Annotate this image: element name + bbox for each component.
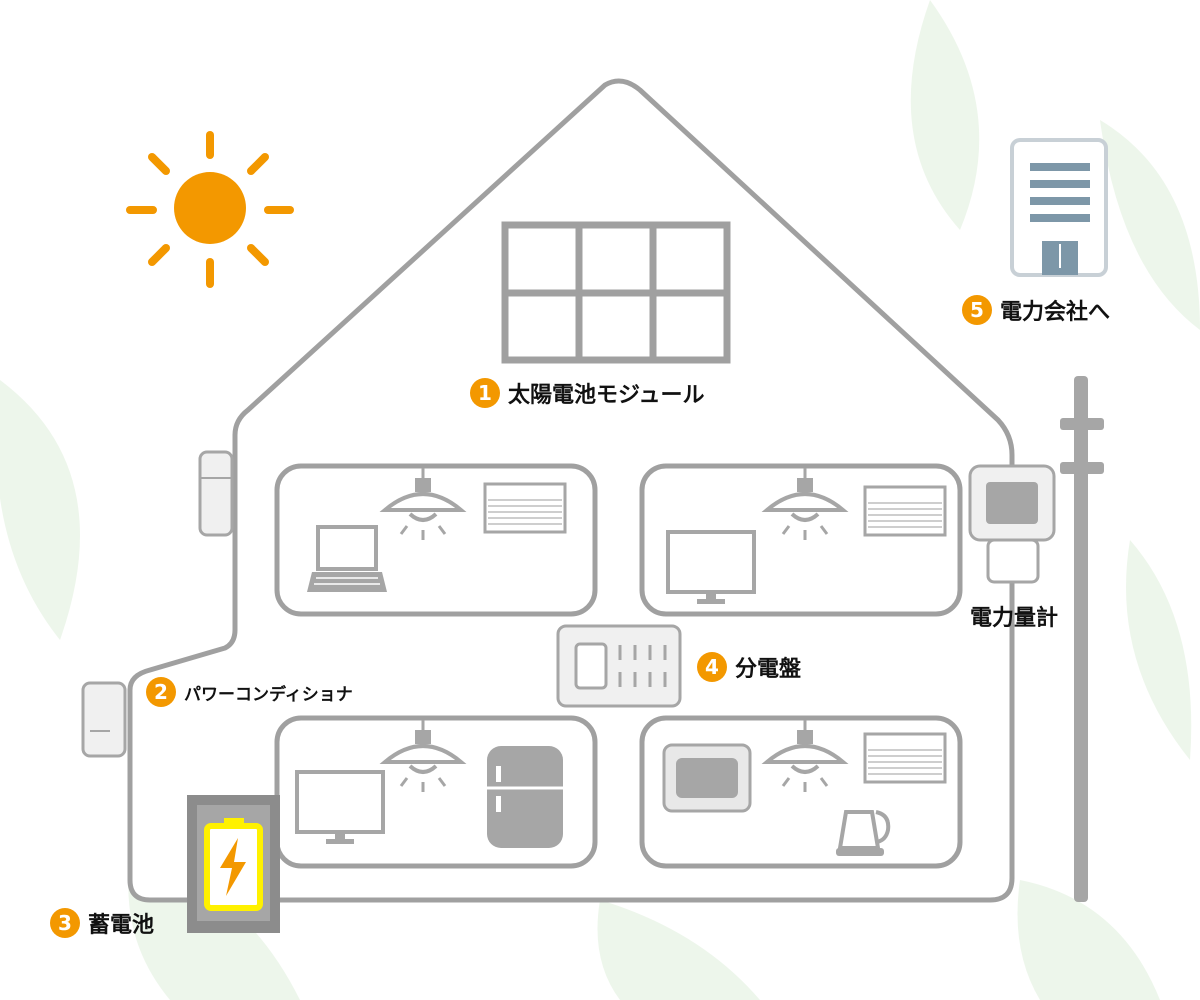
ceiling-lamp-icon: [379, 468, 467, 540]
television-icon: [666, 530, 756, 604]
label-text: 太陽電池モジュール: [508, 383, 705, 408]
battery-label: 3 蓄電池: [50, 907, 154, 939]
utility-company-label: 5 電力会社へ: [962, 294, 1110, 326]
microwave-icon: [662, 743, 752, 813]
power-meter-label: 電力量計: [970, 600, 1058, 632]
label-text: パワーコンディショナ: [184, 684, 353, 705]
breaker-label: 4 分電盤: [697, 651, 801, 683]
solar-panel-icon: [501, 221, 731, 364]
number-badge: 4: [697, 652, 727, 682]
room-upper-right: [639, 463, 963, 617]
room-lower-left: [274, 715, 598, 869]
label-text: 蓄電池: [88, 913, 155, 938]
power-conditioner-icon: [81, 681, 127, 758]
room-upper-left: [274, 463, 598, 617]
room-lower-right: [639, 715, 963, 869]
television-icon: [295, 770, 385, 844]
label-text: 電力量計: [970, 606, 1059, 631]
air-conditioner-icon: [863, 732, 947, 784]
solar-module-label: 1 太陽電池モジュール: [470, 377, 704, 409]
air-conditioner-icon: [863, 485, 947, 537]
ceiling-lamp-icon: [379, 720, 467, 792]
power-meter-icon: [968, 464, 1056, 584]
utility-pole-icon: [1060, 376, 1104, 902]
number-badge: 3: [50, 908, 80, 938]
sun-icon: [126, 131, 294, 288]
ceiling-lamp-icon: [761, 720, 849, 792]
kettle-icon: [836, 810, 891, 856]
refrigerator-icon: [487, 746, 563, 848]
breaker-panel-icon: [556, 624, 682, 708]
number-badge: 2: [146, 677, 176, 707]
laptop-icon: [307, 525, 387, 592]
number-badge: 1: [470, 378, 500, 408]
ceiling-lamp-icon: [761, 468, 849, 540]
building-icon: [1010, 138, 1108, 277]
battery-icon: [187, 795, 280, 933]
power-conditioner-label: 2 パワーコンディショナ: [146, 677, 353, 707]
air-conditioner-icon: [483, 482, 567, 534]
house-outline: [127, 78, 1015, 903]
label-text: 電力会社へ: [1000, 300, 1111, 325]
label-text: 分電盤: [735, 657, 802, 682]
number-badge: 5: [962, 295, 992, 325]
power-conditioner-icon: [198, 450, 234, 537]
